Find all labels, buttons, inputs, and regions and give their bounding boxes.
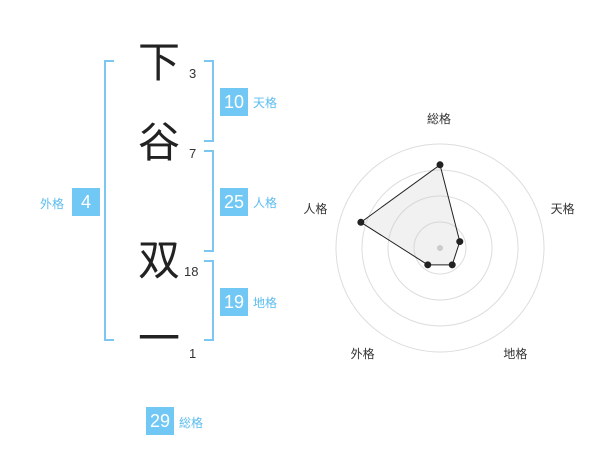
name-char-3: 双 xyxy=(137,236,180,285)
stroke-count-4: 1 xyxy=(189,346,197,361)
radar-chart xyxy=(335,143,545,353)
radar-ring xyxy=(361,169,519,327)
radar-point-4 xyxy=(424,261,432,269)
radar-series-polygon xyxy=(359,163,461,266)
radar-ring xyxy=(387,195,493,301)
radar-point-3 xyxy=(448,261,456,269)
radar-axis-label-3: 地格 xyxy=(503,347,528,362)
chikaku-value: 19 xyxy=(220,288,248,316)
radar-center xyxy=(437,245,443,251)
tenkaku-bracket xyxy=(204,60,214,142)
name-char-2: 谷 xyxy=(137,118,180,167)
gaikaku-label: 外格 xyxy=(40,197,65,211)
jinkaku-value: 25 xyxy=(220,188,248,216)
stroke-count-2: 7 xyxy=(189,146,197,161)
radar-axis-label-1: 総格 xyxy=(427,112,452,126)
radar-axis-label-5: 人格 xyxy=(303,201,328,216)
chikaku-bracket xyxy=(204,260,214,341)
gaikaku-bracket xyxy=(104,60,114,341)
radar-point-5 xyxy=(357,218,365,226)
radar-point-2 xyxy=(456,238,464,246)
radar-point-1 xyxy=(436,161,444,169)
jinkaku-bracket xyxy=(204,150,214,252)
tenkaku-label: 天格 xyxy=(253,96,278,110)
radar-ring xyxy=(335,143,545,353)
chikaku-label: 地格 xyxy=(253,296,278,310)
radar-axis-label-2: 天格 xyxy=(550,201,575,216)
name-char-1: 下 xyxy=(137,38,180,87)
name-char-4: 一 xyxy=(137,314,180,363)
tenkaku-value: 10 xyxy=(220,88,248,116)
radar-ring xyxy=(413,221,467,275)
stroke-count-1: 3 xyxy=(189,66,197,81)
radar-axis-label-4: 外格 xyxy=(350,347,375,362)
jinkaku-label: 人格 xyxy=(253,196,278,210)
soukaku-value: 29 xyxy=(146,407,174,435)
soukaku-label: 総格 xyxy=(179,416,204,430)
stroke-count-3: 18 xyxy=(184,264,199,279)
gaikaku-value: 4 xyxy=(72,188,100,216)
